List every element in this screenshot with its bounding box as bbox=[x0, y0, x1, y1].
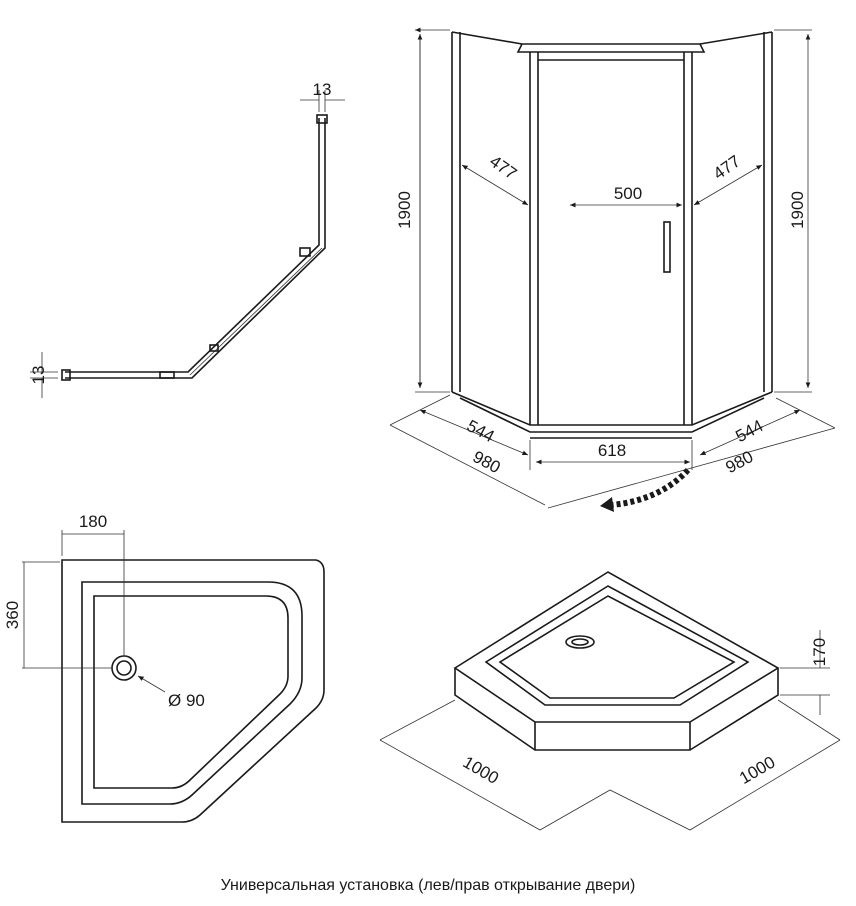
height-left-dim: 1900 bbox=[395, 191, 414, 229]
tray-side-left-dim: 1000 bbox=[460, 753, 502, 788]
tray-plan-view: 180 360 Ø 90 bbox=[3, 512, 325, 823]
door-width-dim: 500 bbox=[614, 184, 642, 203]
tray-isometric-view: 170 1000 1000 bbox=[379, 571, 841, 831]
profile-plan-view: 13 13 bbox=[29, 80, 345, 398]
enclosure-elevation: 1900 1900 477 500 477 544 618 544 980 98… bbox=[389, 30, 836, 512]
profile-top-dim: 13 bbox=[313, 80, 332, 99]
base-front-dim: 618 bbox=[598, 441, 626, 460]
height-right-dim: 1900 bbox=[788, 191, 807, 229]
drain-offset-y-dim: 360 bbox=[3, 601, 22, 629]
depth-left-dim: 980 bbox=[470, 447, 504, 477]
caption: Универсальная установка (лев/прав открыв… bbox=[220, 877, 636, 894]
base-left-dim: 544 bbox=[464, 416, 498, 446]
drain-diameter-dim: Ø 90 bbox=[168, 691, 205, 710]
tray-side-right-dim: 1000 bbox=[736, 753, 778, 788]
side-panel-left-dim: 477 bbox=[486, 152, 520, 184]
tray-height-dim: 170 bbox=[810, 638, 829, 666]
drain-offset-x-dim: 180 bbox=[79, 512, 107, 531]
base-right-dim: 544 bbox=[732, 416, 766, 446]
profile-side-dim: 13 bbox=[29, 366, 48, 385]
